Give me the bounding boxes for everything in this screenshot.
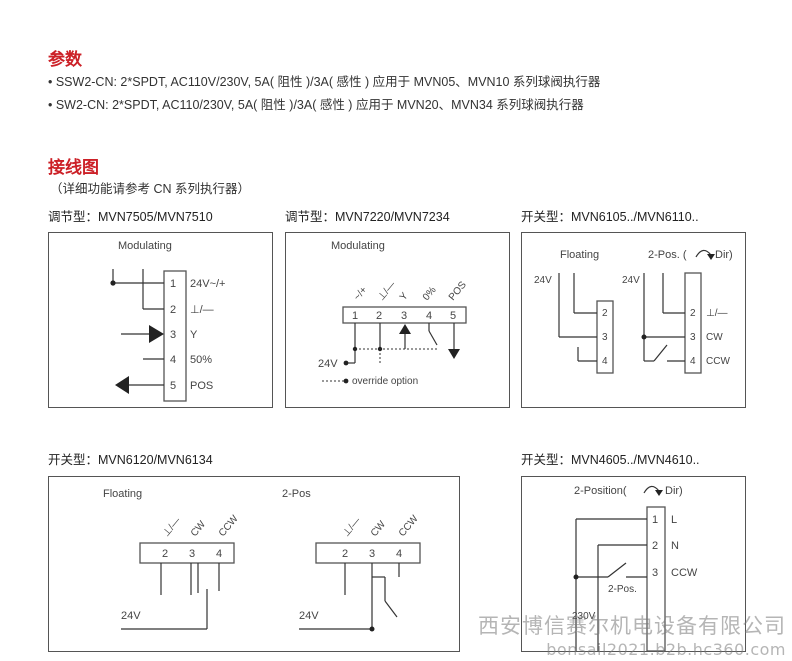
- d3-right-terminal-4: 4: [690, 356, 696, 367]
- d4-right-label-1: ⊥/—: [341, 515, 363, 539]
- diagram4-caption: 开关型：MVN6120/MVN6134: [48, 453, 213, 467]
- wiring-title: 接线图: [48, 158, 99, 177]
- d4-right-terminal-2: 2: [342, 548, 348, 560]
- d3-heading-right-b: Dir): [715, 249, 733, 261]
- d5-voltage: 230V: [572, 611, 596, 622]
- d5-label-2: N: [671, 540, 679, 552]
- d5-heading-b: Dir): [665, 485, 683, 497]
- d1-label-5: POS: [190, 380, 213, 392]
- d2-label-1: ~/+: [352, 285, 370, 303]
- d3-label-3: CW: [706, 332, 723, 343]
- watermark-url: bonsail2021.b2b.hc360.com: [546, 640, 786, 659]
- d4-right-voltage: 24V: [299, 610, 319, 622]
- d4-right-label-2: CW: [369, 519, 388, 539]
- diagram3-box: Floating 2-Pos. ( Dir) 24V 24V 2 3 4 2 3: [521, 232, 746, 408]
- d4-left-voltage: 24V: [121, 610, 141, 622]
- watermark: 西安博信赛尔机电设备有限公司 bonsail2021.b2b.hc360.com: [478, 610, 786, 659]
- d2-legend: override option: [352, 376, 418, 387]
- d4-heading-left: Floating: [103, 488, 142, 500]
- d4-left-label-3: CCW: [217, 513, 241, 539]
- wiring-note: （详细功能请参考 CN 系列执行器）: [50, 182, 251, 196]
- d4-left-terminal-2: 2: [162, 548, 168, 560]
- d3-left-terminal-3: 3: [602, 332, 608, 343]
- diagram1-box: Modulating 1 2 3 4 5 24V~/+ ⊥/— Y 50% PO…: [48, 232, 273, 408]
- diagram4-box: Floating 2-Pos ⊥/— CW CCW 2 3 4 24V ⊥/— …: [48, 476, 460, 652]
- d3-right-terminal-2: 2: [690, 308, 696, 319]
- d5-heading-a: 2-Position(: [574, 485, 627, 497]
- d2-terminal-3: 3: [401, 310, 407, 322]
- d3-left-terminal-4: 4: [602, 356, 608, 367]
- d5-terminal-1: 1: [652, 514, 658, 526]
- d1-label-4: 50%: [190, 354, 212, 366]
- params-title: 参数: [48, 50, 82, 69]
- d1-terminal-5: 5: [170, 380, 176, 392]
- diagram1-caption: 调节型：MVN7505/MVN7510: [48, 210, 213, 224]
- d2-terminal-4: 4: [426, 310, 432, 322]
- d2-label-4: 0%: [421, 285, 439, 303]
- d3-voltage-right: 24V: [622, 275, 640, 286]
- diagram2-caption: 调节型：MVN7220/MVN7234: [285, 210, 450, 224]
- d3-heading-right-a: 2-Pos. (: [648, 249, 687, 261]
- d4-left-terminal-4: 4: [216, 548, 222, 560]
- spec-line-2: • SW2-CN: 2*SPDT, AC110/230V, 5A( 阻性 )/3…: [48, 98, 584, 112]
- diagram3-caption: 开关型：MVN6105../MVN6110..: [521, 210, 699, 224]
- diagram2-heading: Modulating: [331, 240, 385, 252]
- d2-label-2: ⊥/—: [376, 279, 398, 303]
- d2-terminal-2: 2: [376, 310, 382, 322]
- d2-voltage: 24V: [318, 358, 338, 370]
- d1-terminal-1: 1: [170, 278, 176, 290]
- d3-left-terminal-2: 2: [602, 308, 608, 319]
- diagram3-schematic: Floating 2-Pos. ( Dir) 24V 24V 2 3 4 2 3: [534, 249, 733, 374]
- diagram5-caption: 开关型：MVN4605../MVN4610..: [521, 453, 700, 467]
- d3-label-4: CCW: [706, 356, 730, 367]
- d5-label-1: L: [671, 514, 677, 526]
- diagram2-schematic: Modulating ~/+ ⊥/— Y 0% POS 1 2 3 4 5: [318, 240, 469, 387]
- d4-right-terminal-3: 3: [369, 548, 375, 560]
- d2-label-5: POS: [447, 279, 469, 303]
- d2-label-3: Y: [398, 290, 411, 302]
- diagram1-heading: Modulating: [118, 240, 172, 252]
- diagram5-schematic: 2-Position( Dir) 1 2 3 L N CCW 2-Pos. 23…: [572, 485, 698, 652]
- d3-right-terminal-3: 3: [690, 332, 696, 343]
- d3-label-2: ⊥/—: [706, 308, 728, 319]
- d3-voltage-left: 24V: [534, 275, 552, 286]
- d5-terminal-3: 3: [652, 567, 658, 579]
- d2-terminal-1: 1: [352, 310, 358, 322]
- d4-heading-right: 2-Pos: [282, 488, 311, 500]
- d4-right-terminal-4: 4: [396, 548, 402, 560]
- d3-heading-left: Floating: [560, 249, 599, 261]
- d2-terminal-5: 5: [450, 310, 456, 322]
- d1-terminal-3: 3: [170, 329, 176, 341]
- d4-left-terminal-3: 3: [189, 548, 195, 560]
- d1-label-2: ⊥/—: [190, 304, 214, 316]
- d5-rotate-icon: [643, 485, 660, 494]
- d3-rotate-icon: [695, 249, 712, 258]
- d1-terminal-4: 4: [170, 354, 176, 366]
- d4-left-label-1: ⊥/—: [161, 515, 183, 539]
- diagram2-box: Modulating ~/+ ⊥/— Y 0% POS 1 2 3 4 5: [285, 232, 510, 408]
- d1-label-3: Y: [190, 329, 198, 341]
- d5-label-3: CCW: [671, 567, 698, 579]
- d1-label-1: 24V~/+: [190, 278, 225, 290]
- diagram5-box: 2-Position( Dir) 1 2 3 L N CCW 2-Pos. 23…: [521, 476, 746, 652]
- spec-line-1: • SSW2-CN: 2*SPDT, AC110V/230V, 5A( 阻性 )…: [48, 75, 601, 89]
- diagram4-schematic: Floating 2-Pos ⊥/— CW CCW 2 3 4 24V ⊥/— …: [103, 488, 421, 632]
- watermark-company: 西安博信赛尔机电设备有限公司: [478, 614, 786, 638]
- d4-right-label-3: CCW: [397, 513, 421, 539]
- d5-switch-label: 2-Pos.: [608, 584, 637, 595]
- d4-left-label-2: CW: [189, 519, 208, 539]
- d5-terminal-2: 2: [652, 540, 658, 552]
- diagram1-schematic: Modulating 1 2 3 4 5 24V~/+ ⊥/— Y 50% PO…: [110, 240, 225, 402]
- d1-terminal-2: 2: [170, 304, 176, 316]
